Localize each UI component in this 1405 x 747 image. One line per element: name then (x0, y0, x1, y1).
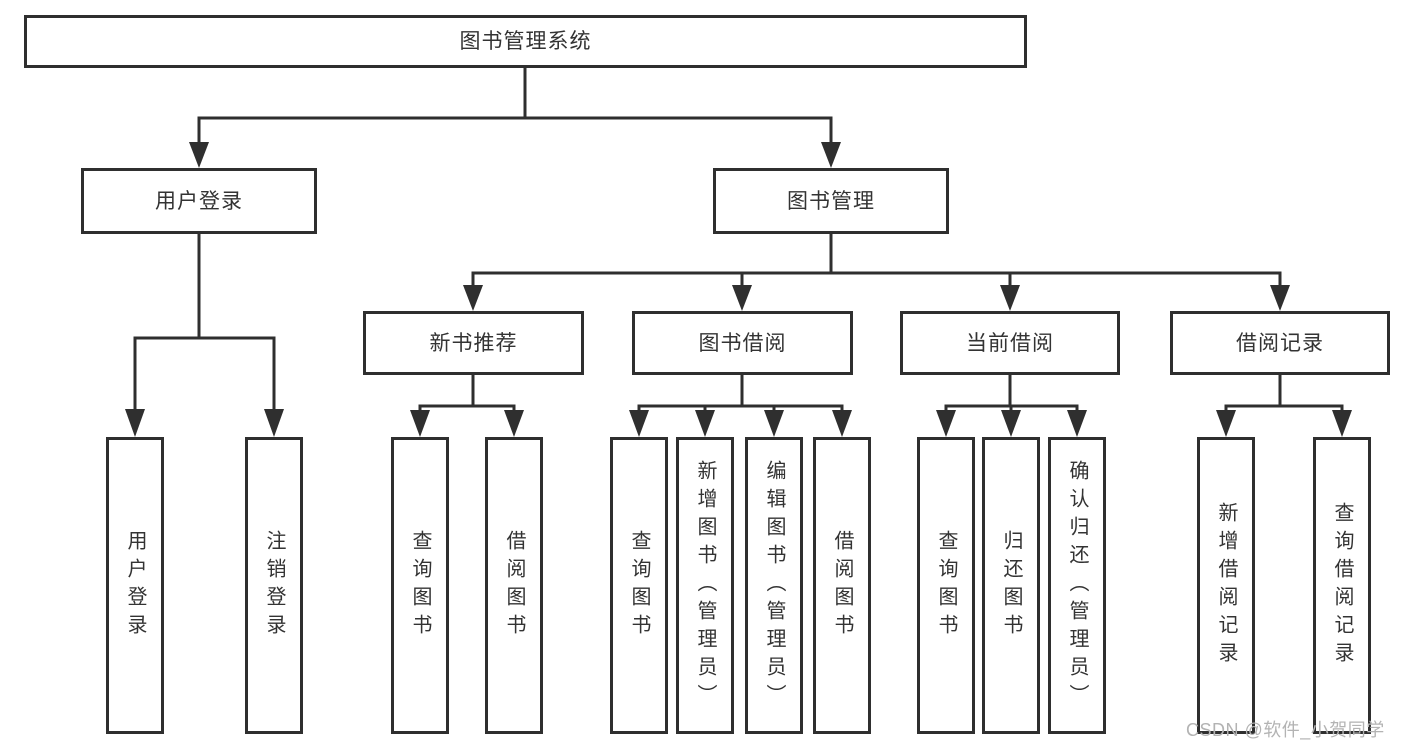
node-book-borrow: 图书借阅 (632, 311, 853, 375)
node-book-management: 图书管理 (713, 168, 949, 234)
leaf-user-login: 用户登录 (106, 437, 164, 734)
leaf-return-books: 归还图书 (982, 437, 1040, 734)
leaf-add-borrow-record: 新增借阅记录 (1197, 437, 1255, 734)
leaf-confirm-return-admin: 确认归还（管理员） (1048, 437, 1106, 734)
node-current-borrow: 当前借阅 (900, 311, 1120, 375)
leaf-recommend-borrow-books: 借阅图书 (485, 437, 543, 734)
node-library-system: 图书管理系统 (24, 15, 1027, 68)
leaf-recommend-query-books: 查询图书 (391, 437, 449, 734)
leaf-logout: 注销登录 (245, 437, 303, 734)
node-user-login: 用户登录 (81, 168, 317, 234)
node-new-book-recommend: 新书推荐 (363, 311, 584, 375)
node-borrow-records: 借阅记录 (1170, 311, 1390, 375)
watermark: CSDN @软件_小贺同学 (1186, 720, 1385, 740)
leaf-query-borrow-record: 查询借阅记录 (1313, 437, 1371, 734)
leaf-borrow-query-books: 查询图书 (610, 437, 668, 734)
leaf-add-books-admin: 新增图书（管理员） (676, 437, 734, 734)
leaf-current-query-books: 查询图书 (917, 437, 975, 734)
leaf-edit-books-admin: 编辑图书（管理员） (745, 437, 803, 734)
leaf-borrow-books: 借阅图书 (813, 437, 871, 734)
